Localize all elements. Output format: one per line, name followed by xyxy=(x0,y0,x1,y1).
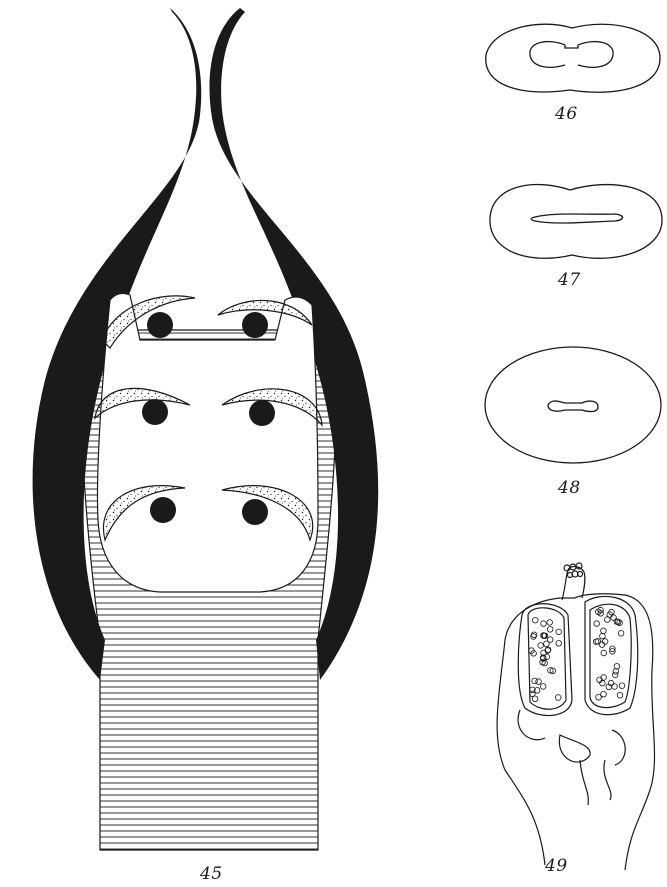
figure-49-section xyxy=(497,563,654,870)
pollen-grain xyxy=(547,620,553,626)
pollen-grain xyxy=(536,679,542,685)
pollen-grain xyxy=(547,627,553,633)
pollen-grain xyxy=(619,683,625,689)
pollen-grain xyxy=(601,691,607,697)
pollen-grain xyxy=(605,617,611,623)
pollen-grain xyxy=(556,629,562,635)
pollen-grain xyxy=(533,617,539,623)
pollen-grain xyxy=(596,694,602,700)
pollen-grain xyxy=(612,684,618,690)
figure-47-cross-section xyxy=(490,185,662,259)
pollen-grain xyxy=(614,664,620,670)
pollen-grain xyxy=(530,691,536,697)
pollen-grain xyxy=(601,628,607,634)
figure-49-label: 49 xyxy=(545,856,568,876)
figure-45-label: 45 xyxy=(200,864,223,884)
figure-45-longitudinal-section xyxy=(32,8,378,850)
pollen-grain xyxy=(601,650,607,656)
pollen-grain xyxy=(532,678,538,684)
pollen-grain xyxy=(538,643,544,649)
pollen-grain xyxy=(540,684,546,690)
pollen-grain xyxy=(600,633,606,639)
pollen-grain xyxy=(556,641,562,647)
pollen-grain xyxy=(617,692,623,698)
figure-49-pollen-grains xyxy=(529,607,625,701)
pollen-grain xyxy=(555,695,561,701)
pollen-grain xyxy=(541,621,547,627)
pollen-grain xyxy=(618,631,624,637)
pollen-grain xyxy=(594,621,600,627)
figure-48-label: 48 xyxy=(558,478,581,498)
figure-47-label: 47 xyxy=(558,270,581,290)
pollen-grain xyxy=(602,639,608,645)
pollen-grain xyxy=(611,615,617,621)
figure-48-cross-section xyxy=(485,347,661,463)
pollen-grain xyxy=(544,641,550,647)
figure-46-label: 46 xyxy=(555,104,578,124)
figure-46-cross-section xyxy=(486,24,660,92)
pollen-grain xyxy=(613,669,619,675)
locule-right xyxy=(585,596,638,714)
